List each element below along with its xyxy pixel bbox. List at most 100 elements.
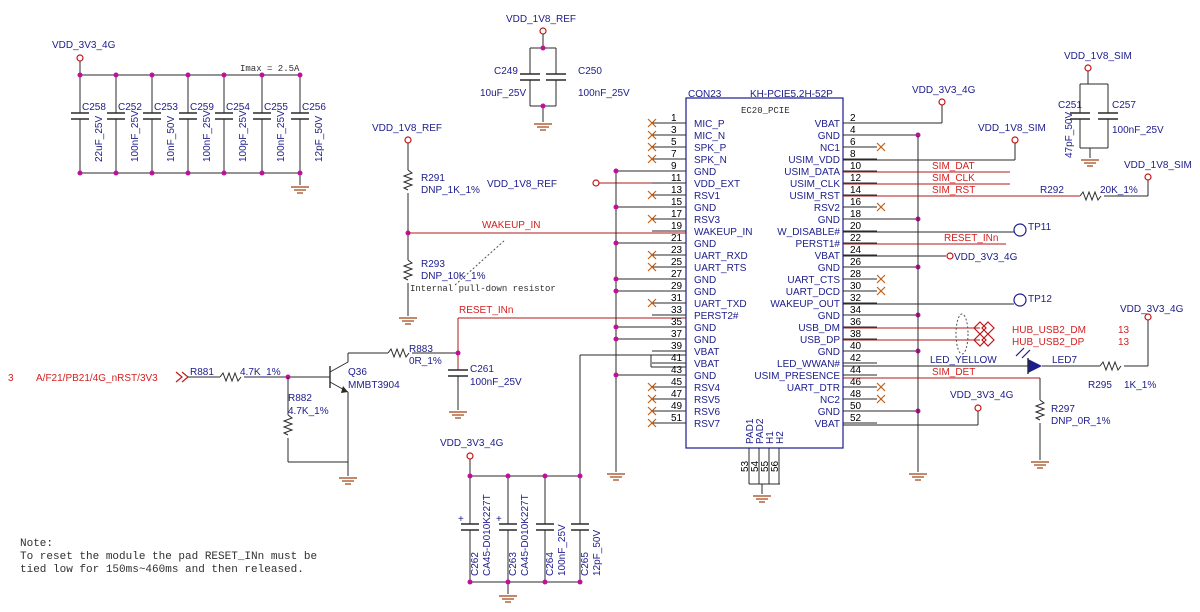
pin-num-51: 51 <box>671 413 683 424</box>
pin-name-usim_data: USIM_DATA <box>784 167 840 178</box>
pin-name-rsv2: RSV2 <box>814 203 841 214</box>
q36-ref: Q36 <box>348 367 367 378</box>
resistor-icon <box>1099 360 1122 372</box>
pin-num-25: 25 <box>671 257 683 268</box>
pin-name-gnd: GND <box>818 311 840 322</box>
hub-usb2-dm-sheet: 13 <box>1118 325 1130 336</box>
pin-name-uart_rxd: UART_RXD <box>694 251 748 262</box>
pin-num-24: 24 <box>850 245 862 256</box>
power-port-icon <box>76 54 84 62</box>
pin-num-42: 42 <box>850 353 862 364</box>
connector-part: KH-PCIE5.2H-52P <box>750 89 833 100</box>
pin-num-8: 8 <box>850 149 856 160</box>
resistor-icon <box>1079 190 1102 202</box>
pin-name-rsv4: RSV4 <box>694 383 721 394</box>
connector-ref: CON23 <box>688 89 722 100</box>
pin-num-19: 19 <box>671 221 683 232</box>
c257-value: 100nF_25V <box>1112 125 1164 136</box>
cap-ref-c263: C263 <box>508 552 519 576</box>
wakeup-divider: VDD_1V8_REF R291 DNP_1K_1% R293 DNP_10K_… <box>372 123 686 325</box>
pin-num-22: 22 <box>850 233 862 244</box>
r882-ref: R882 <box>288 393 312 404</box>
pin-name-spk_n: SPK_N <box>694 155 727 166</box>
pin-num-3: 3 <box>671 125 677 136</box>
pin-num-17: 17 <box>671 209 683 220</box>
resistor-icon <box>402 169 414 191</box>
pin-name-usim_rst: USIM_RST <box>789 191 840 202</box>
imax-label: Imax = 2.5A <box>240 64 300 74</box>
pin-name-gnd: GND <box>694 167 716 178</box>
pin-num-21: 21 <box>671 233 683 244</box>
tp11-label: TP11 <box>1028 222 1052 233</box>
c250-ref: C250 <box>578 66 602 77</box>
ground-icon <box>606 473 626 481</box>
r295-value: 1K_1% <box>1124 380 1156 391</box>
pin-name-rsv5: RSV5 <box>694 395 721 406</box>
net-label-reset-inn-left: RESET_INn <box>459 305 513 316</box>
usb-dp-connector-icon <box>973 333 995 347</box>
pin-num-31: 31 <box>671 293 683 304</box>
pin-name-gnd: GND <box>694 323 716 334</box>
cap-value-c262: CA45-D010K227T <box>482 494 493 576</box>
power-port-icon <box>1011 136 1019 144</box>
pin-num-32: 32 <box>850 293 862 304</box>
r292-value: 20K_1% <box>1100 185 1138 196</box>
r883-value: 0R_1% <box>409 356 442 367</box>
pin-num-11: 11 <box>671 173 682 184</box>
polarity-mark: + <box>458 514 464 525</box>
net-label-vdd-1v8-ref-pin11: VDD_1V8_REF <box>487 179 557 190</box>
c250-value: 100nF_25V <box>578 88 630 99</box>
net-label-hub-usb2-dm: HUB_USB2_DM <box>1012 325 1086 336</box>
r292-ref: R292 <box>1040 185 1064 196</box>
pin-num-41: 41 <box>671 353 683 364</box>
pin-name-gnd: GND <box>818 407 840 418</box>
pin-num-55: 55 <box>760 460 771 472</box>
net-label-sim-clk: SIM_CLK <box>932 173 975 184</box>
pin-num-36: 36 <box>850 317 862 328</box>
pin-name-vbat: VBAT <box>815 419 840 430</box>
pin-num-38: 38 <box>850 329 862 340</box>
pin-num-18: 18 <box>850 209 862 220</box>
pin-num-12: 12 <box>850 173 862 184</box>
led-icon <box>1028 359 1042 373</box>
polarity-mark: + <box>496 514 502 525</box>
sim-decoupling: VDD_1V8_SIM C251 47pF_50V C257 100nF_25V <box>1058 51 1164 167</box>
power-port-icon <box>1084 64 1092 72</box>
r295-ref: R295 <box>1088 380 1112 391</box>
pin-name-rsv6: RSV6 <box>694 407 721 418</box>
pin-name-vbat: VBAT <box>815 119 840 130</box>
pin-name-usim_presence: USIM_PRESENCE <box>754 371 840 382</box>
resistor-icon <box>402 259 414 281</box>
pin-name-h2: H2 <box>775 431 786 444</box>
power-port-icon <box>592 179 600 187</box>
net-label-4g-nrst: A/F21/PB21/4G_nRST/3V3 <box>36 373 158 384</box>
ground-icon <box>752 495 772 503</box>
hub-usb2-dp-sheet: 13 <box>1118 337 1130 348</box>
pin-num-35: 35 <box>671 317 683 328</box>
cap-ref-c255: C255 <box>264 102 288 113</box>
r297-value: DNP_0R_1% <box>1051 416 1111 427</box>
pin-name-vbat: VBAT <box>694 347 719 358</box>
testpoint-icon <box>1013 223 1027 237</box>
r881-value: 4.7K_1% <box>240 367 281 378</box>
cap-value-c264: 100nF_25V <box>557 524 568 576</box>
resistor-icon <box>219 371 242 383</box>
connector-inner: EC20_PCIE <box>741 106 790 116</box>
note-line-2: tied low for 150ms~460ms and then releas… <box>20 564 304 576</box>
pin-num-56: 56 <box>770 460 781 472</box>
reset-driver: 3 A/F21/PB21/4G_nRST/3V3 R881 4.7K_1% R8… <box>8 305 686 485</box>
pin-num-37: 37 <box>671 329 683 340</box>
r883-ref: R883 <box>409 344 433 355</box>
power-port-icon <box>404 136 412 144</box>
led-label: LED_YELLOW <box>930 355 997 366</box>
resistor-icon <box>1034 399 1046 421</box>
pin-name-mic_p: MIC_P <box>694 119 725 130</box>
power-port-icon <box>1144 313 1152 321</box>
pin-num-1: 1 <box>671 113 677 124</box>
cap-value-c253: 10nF_50V <box>166 116 177 162</box>
pin-name-w_disable#: W_DISABLE# <box>777 227 840 238</box>
net-label-vdd-1v8-ref-top: VDD_1V8_REF <box>506 14 576 25</box>
power-port-icon <box>1144 173 1152 181</box>
pin-num-28: 28 <box>850 269 862 280</box>
pin-name-nc2: NC2 <box>820 395 840 406</box>
